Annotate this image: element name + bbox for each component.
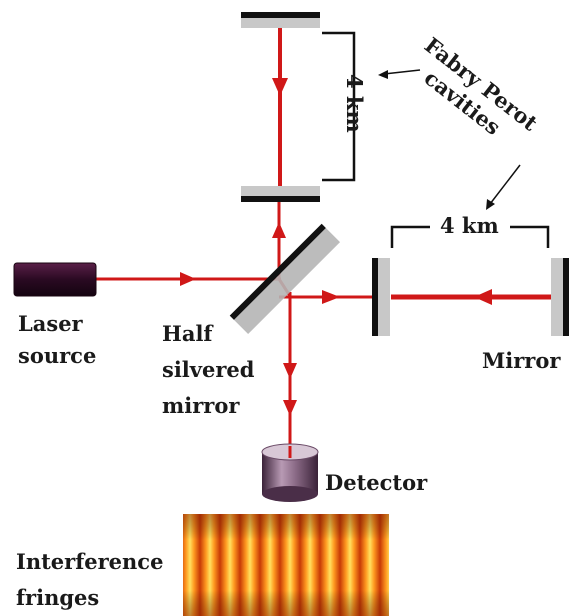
laser-source-icon bbox=[13, 262, 97, 297]
arm-length-horizontal-label: 4 km bbox=[440, 213, 499, 238]
fringes-label-line1: Interference bbox=[16, 549, 163, 574]
arrow-right-1 bbox=[180, 272, 196, 286]
input-cavity-mirror-icon bbox=[372, 258, 390, 336]
top-cavity-mirror-icon bbox=[241, 12, 320, 28]
laser-label-line1: Laser bbox=[18, 311, 84, 336]
detector-label: Detector bbox=[325, 470, 428, 495]
interference-fringes bbox=[183, 514, 389, 616]
half-silvered-label-line1: Half bbox=[162, 321, 214, 346]
half-silvered-label-line3: mirror bbox=[162, 393, 240, 418]
arrow-right-2 bbox=[322, 290, 340, 304]
arm-length-vertical-label: 4 km bbox=[342, 74, 367, 133]
arrow-up-1 bbox=[272, 222, 286, 238]
fringes-label-line2: fringes bbox=[16, 585, 99, 610]
arrow-left-cavity bbox=[474, 289, 492, 305]
vertical-dimension-bracket bbox=[322, 31, 356, 182]
end-mirror-icon bbox=[551, 258, 569, 336]
lower-cavity-mirror-icon bbox=[241, 186, 320, 202]
beam-splitter-icon bbox=[229, 223, 341, 335]
arm-length-horizontal-bg bbox=[430, 213, 510, 239]
arrow-down-2 bbox=[283, 400, 297, 416]
mirror-label: Mirror bbox=[482, 348, 561, 373]
half-silvered-label-line2: silvered bbox=[162, 357, 255, 382]
beam-arrows bbox=[180, 78, 492, 416]
arrow-down-1 bbox=[283, 363, 297, 379]
laser-label-line2: source bbox=[18, 343, 96, 368]
detector-icon bbox=[261, 443, 319, 502]
arrow-down-cavity bbox=[272, 78, 288, 96]
fabry-perot-pointers bbox=[378, 69, 521, 210]
